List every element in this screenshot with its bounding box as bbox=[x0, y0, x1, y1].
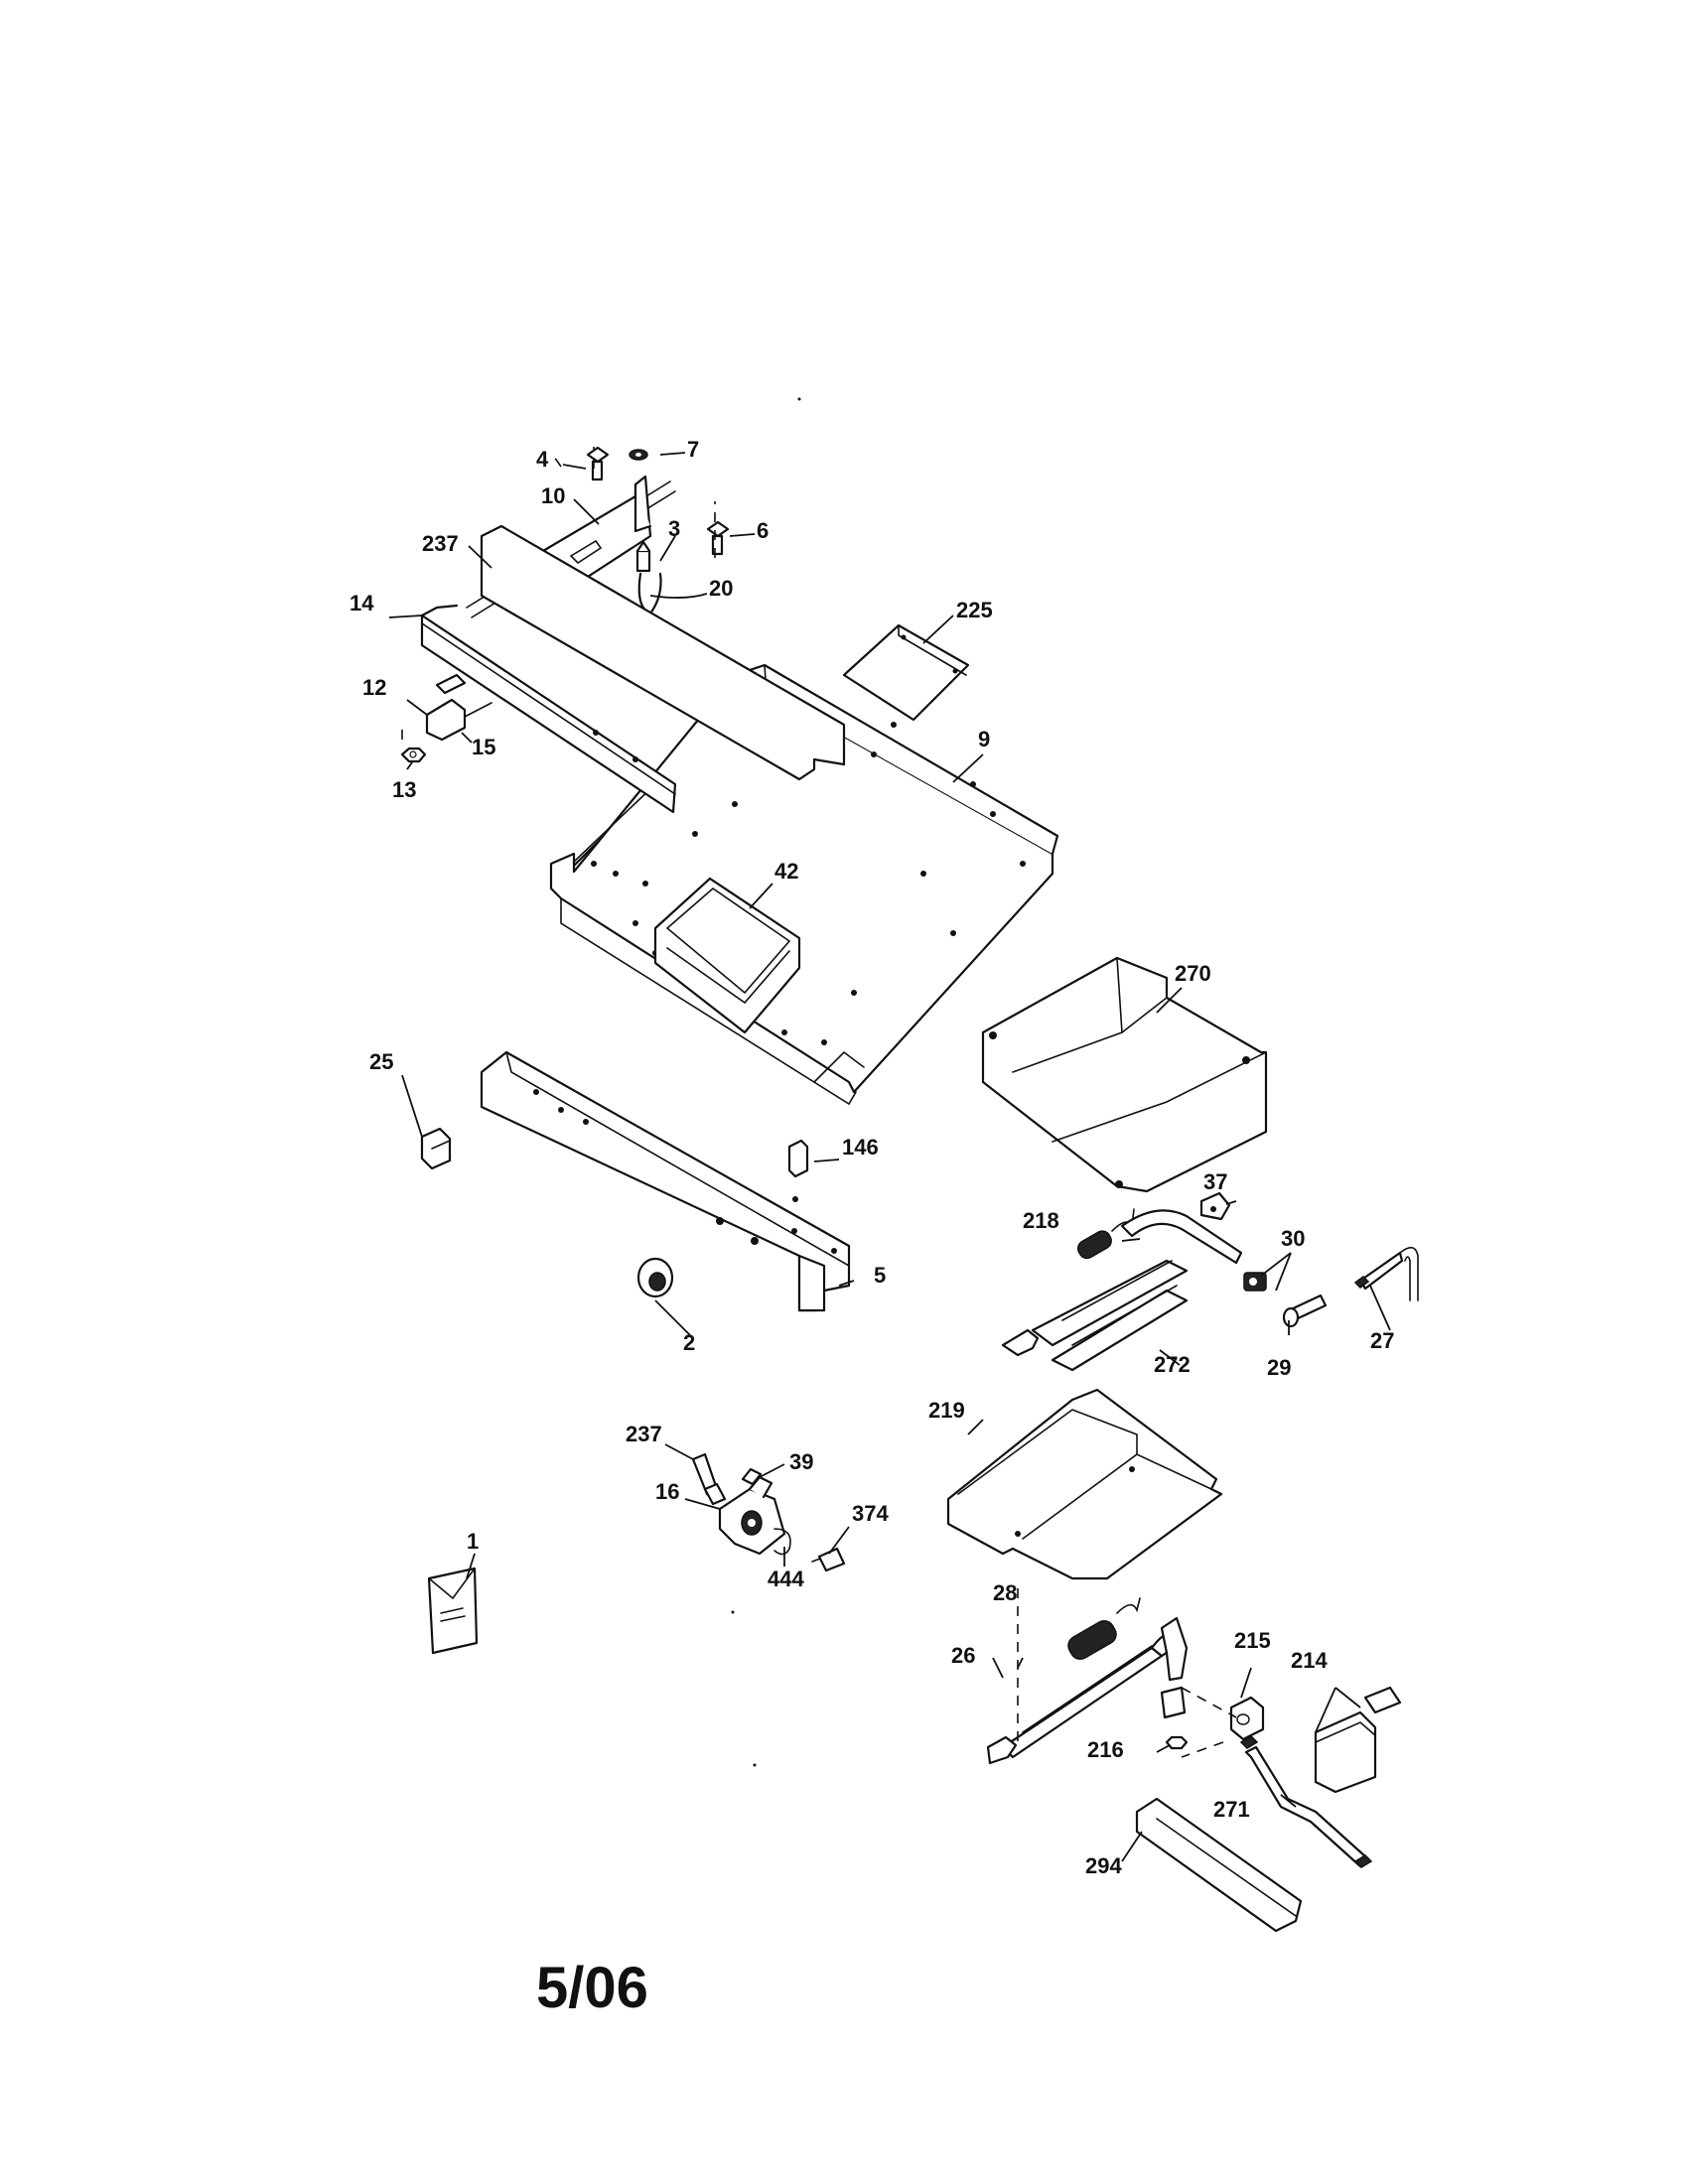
callout-13: 13 bbox=[392, 777, 416, 802]
callout-39: 39 bbox=[789, 1449, 813, 1474]
part-3-orifice bbox=[635, 540, 651, 573]
callout-225: 225 bbox=[956, 598, 993, 622]
part-7-washer bbox=[629, 449, 648, 461]
bake-burner-bracket bbox=[1160, 1616, 1189, 1682]
part-28-igniter-lower bbox=[1067, 1597, 1141, 1660]
callout-16: 16 bbox=[655, 1479, 679, 1504]
callout-272: 272 bbox=[1154, 1352, 1191, 1377]
part-6-screw bbox=[706, 520, 730, 556]
callout-271: 271 bbox=[1213, 1797, 1250, 1822]
part-374-orifice bbox=[811, 1547, 846, 1572]
part-270-shield bbox=[981, 956, 1268, 1193]
ignition-cap bbox=[1160, 1686, 1187, 1719]
callout-28: 28 bbox=[993, 1580, 1017, 1605]
callout-3: 3 bbox=[668, 516, 680, 541]
callout-216: 216 bbox=[1087, 1737, 1124, 1762]
part-2-knob bbox=[636, 1257, 674, 1298]
part-444-tube bbox=[773, 1528, 791, 1556]
callout-10: 10 bbox=[541, 483, 565, 508]
callout-12: 12 bbox=[362, 675, 386, 700]
part-29-orifice-holder bbox=[1282, 1294, 1328, 1328]
callout-214: 214 bbox=[1291, 1648, 1328, 1673]
part-5-control-panel bbox=[480, 524, 851, 1312]
callout-219: 219 bbox=[928, 1398, 965, 1423]
part-1-literature-packet bbox=[427, 1567, 479, 1655]
callout-294: 294 bbox=[1085, 1853, 1122, 1878]
part-37-bracket bbox=[1199, 1191, 1231, 1221]
callout-146: 146 bbox=[842, 1135, 879, 1160]
callout-15: 15 bbox=[472, 735, 495, 759]
part-214-valve bbox=[1314, 1686, 1402, 1794]
callout-37: 37 bbox=[1203, 1169, 1227, 1194]
callout-215: 215 bbox=[1234, 1628, 1271, 1653]
part-12-15-valve-assembly bbox=[425, 673, 492, 742]
part-219-shield bbox=[946, 1388, 1223, 1580]
callout-270: 270 bbox=[1175, 961, 1211, 986]
part-294-bracket bbox=[1135, 1797, 1303, 1933]
part-218-igniter-upper bbox=[1076, 1208, 1135, 1260]
callout-374: 374 bbox=[852, 1501, 889, 1526]
callout-42: 42 bbox=[774, 859, 798, 884]
part-39-clip bbox=[741, 1467, 763, 1486]
part-146-clip bbox=[787, 1139, 809, 1202]
broil-burner-tube bbox=[1120, 1209, 1243, 1265]
part-30-fittings bbox=[1243, 1272, 1267, 1292]
callout-237-upper: 237 bbox=[422, 531, 459, 556]
callout-2: 2 bbox=[683, 1330, 695, 1355]
callout-20: 20 bbox=[709, 576, 733, 601]
callout-6: 6 bbox=[757, 518, 769, 543]
part-237-orifice-lower bbox=[691, 1452, 727, 1506]
callout-25: 25 bbox=[369, 1049, 393, 1074]
callout-1: 1 bbox=[467, 1529, 479, 1554]
callout-7: 7 bbox=[687, 437, 699, 462]
part-42-access-panel bbox=[653, 877, 801, 1034]
callout-27: 27 bbox=[1370, 1328, 1394, 1353]
callout-4: 4 bbox=[536, 447, 549, 472]
part-4-screw bbox=[586, 446, 610, 481]
part-25-clip bbox=[420, 1127, 452, 1170]
part-272-broil-burner bbox=[1001, 1259, 1189, 1372]
part-271-gas-tube bbox=[1239, 1735, 1373, 1868]
date-code: 5/06 bbox=[536, 1956, 648, 2020]
part-215-bracket bbox=[1229, 1696, 1265, 1741]
callout-26: 26 bbox=[951, 1643, 975, 1668]
part-216-nut bbox=[1165, 1735, 1189, 1750]
callout-14: 14 bbox=[350, 591, 374, 615]
callout-9: 9 bbox=[978, 727, 990, 751]
leader-lines bbox=[388, 452, 1391, 1862]
callout-30: 30 bbox=[1281, 1226, 1305, 1251]
part-13-nut bbox=[400, 747, 427, 763]
part-27-tube bbox=[1353, 1246, 1419, 1301]
callout-237-lower: 237 bbox=[626, 1422, 662, 1446]
callout-29: 29 bbox=[1267, 1355, 1291, 1380]
callout-218: 218 bbox=[1023, 1208, 1059, 1233]
callout-5: 5 bbox=[874, 1263, 886, 1288]
part-16-oven-thermostat bbox=[718, 1475, 786, 1556]
part-225-plate bbox=[842, 623, 970, 722]
callout-labels: 4 7 10 3 6 237 20 14 225 12 15 13 9 42 2… bbox=[350, 437, 1394, 1878]
callout-444: 444 bbox=[768, 1567, 804, 1591]
